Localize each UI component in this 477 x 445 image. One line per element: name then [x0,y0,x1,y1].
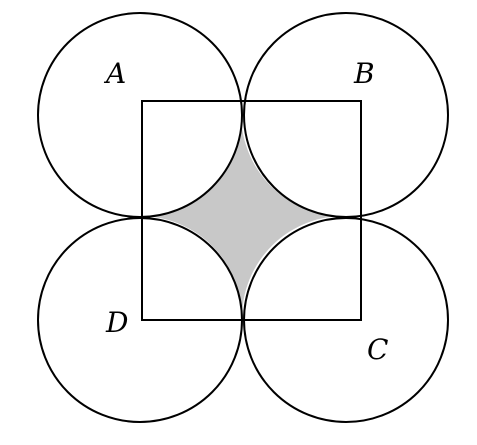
label-a: A [103,57,126,90]
label-b: B [353,57,375,90]
shaded-region [140,101,349,320]
square [141,100,362,321]
label-c: C [367,333,388,366]
label-d: D [105,306,128,339]
circle-a [37,12,243,218]
circle-b [243,12,449,218]
